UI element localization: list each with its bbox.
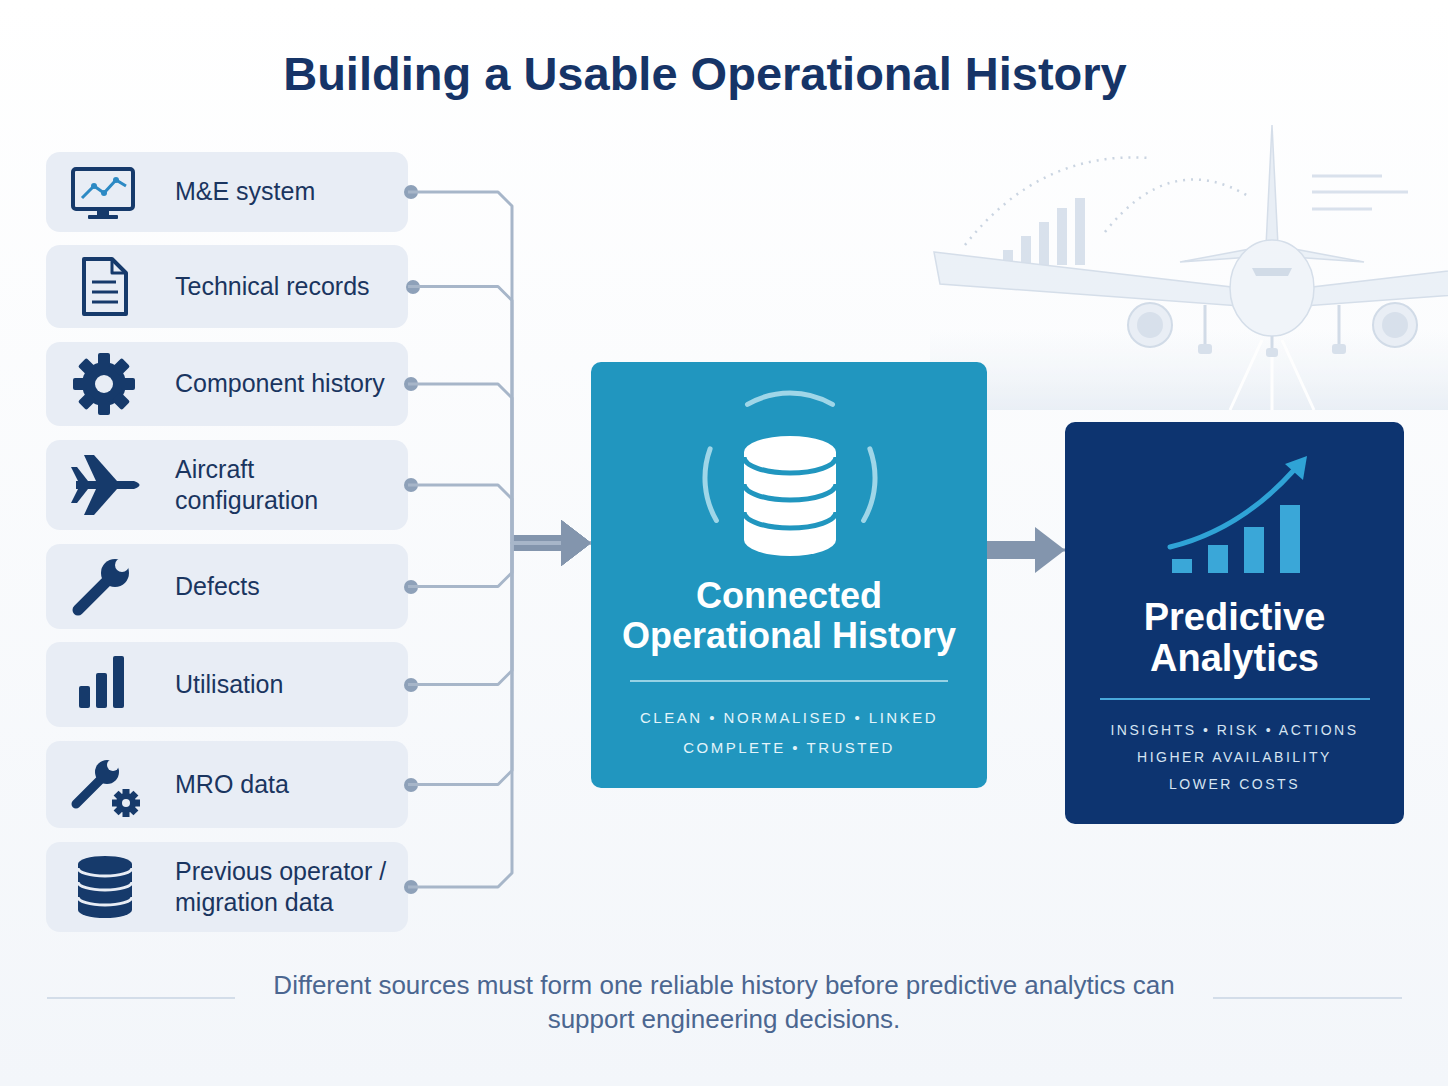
document-icon (84, 259, 126, 314)
runway-lines (1230, 340, 1314, 410)
connector (408, 543, 591, 587)
maintenance-icon (76, 759, 140, 817)
source-box: M&E system (46, 152, 408, 232)
arrow-shaft (987, 541, 1037, 559)
diagram-caption: Different sources must form one reliable… (254, 968, 1194, 1036)
source-box: Technical records (46, 245, 408, 328)
connector (408, 543, 591, 887)
gear-icon (73, 353, 135, 415)
node-label: M&E system (175, 176, 398, 207)
bar-chart-icon (79, 656, 124, 708)
node-label: Defects (175, 571, 398, 602)
node-detail: CLEAN • NORMALISED • LINKED COMPLETE • T… (624, 703, 954, 763)
source-box: Defects (46, 544, 408, 629)
connector (408, 192, 591, 543)
connector (408, 287, 591, 544)
connector (408, 485, 591, 543)
node-label: Aircraft configuration (175, 454, 398, 517)
node-label: Technical records (175, 271, 398, 302)
database-icon (705, 393, 875, 556)
node-label: Predictive Analytics (1075, 597, 1394, 679)
node-label: Connected Operational History (621, 576, 957, 656)
history-box: Connected Operational HistoryCLEAN • NOR… (591, 362, 987, 788)
speed-lines (1312, 176, 1408, 209)
connector-dots (404, 185, 420, 894)
arrow-shaft (512, 535, 564, 551)
source-box: MRO data (46, 741, 408, 828)
monitor-icon (73, 169, 133, 219)
connector (408, 384, 591, 543)
bar-chart-decoration (1003, 198, 1085, 265)
dotted-arc (965, 157, 1150, 245)
growth-chart-icon (1170, 456, 1307, 573)
plane-icon (71, 455, 140, 515)
node-label: Component history (175, 368, 398, 399)
connector (408, 543, 591, 685)
node-detail: INSIGHTS • RISK • ACTIONS HIGHER AVAILAB… (1105, 717, 1364, 798)
analytics-box: Predictive AnalyticsINSIGHTS • RISK • AC… (1065, 422, 1404, 824)
caption-rule (47, 997, 235, 999)
runway (930, 330, 1448, 410)
source-box: Component history (46, 342, 408, 426)
node-label: Previous operator / migration data (175, 856, 398, 919)
source-box: Aircraft configuration (46, 440, 408, 530)
wrench-icon (78, 558, 129, 610)
database-icon (78, 856, 132, 918)
node-label: Utilisation (175, 669, 398, 700)
airplane (934, 125, 1448, 357)
dotted-arc (1105, 179, 1248, 232)
diagram-title: Building a Usable Operational History (0, 44, 1410, 104)
connector (987, 549, 1065, 552)
source-box: Utilisation (46, 642, 408, 727)
source-box: Previous operator / migration data (46, 842, 408, 932)
divider-line (630, 680, 948, 682)
node-label: MRO data (175, 769, 398, 800)
connector (408, 543, 591, 785)
caption-rule (1213, 997, 1402, 999)
divider-line (1100, 698, 1370, 700)
